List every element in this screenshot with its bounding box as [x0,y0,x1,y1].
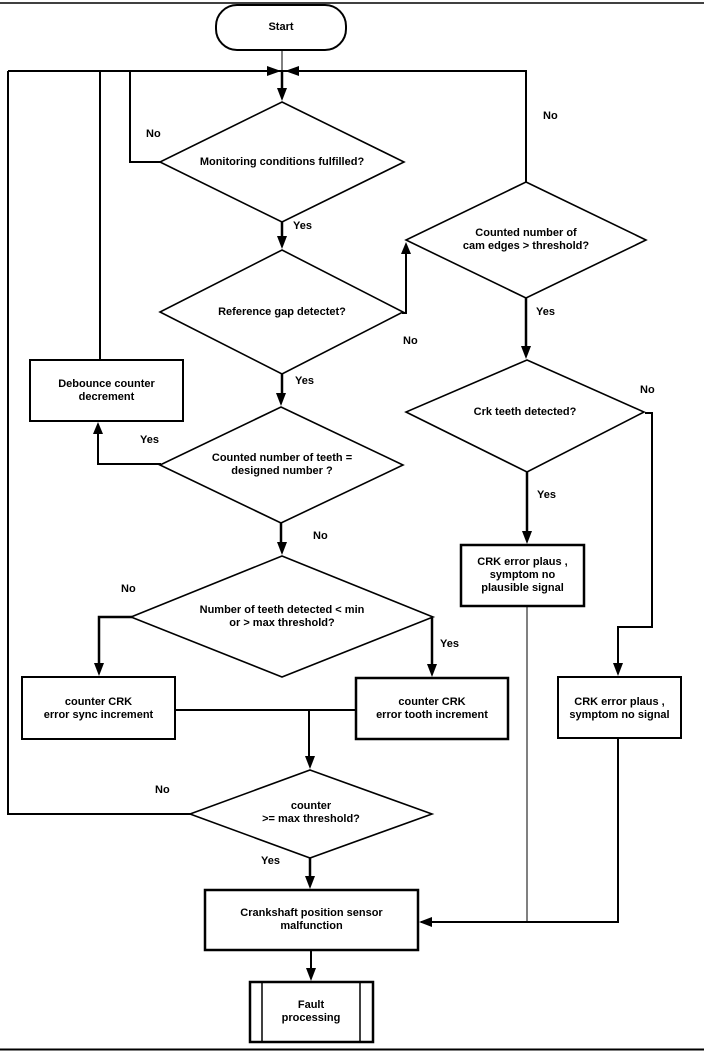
counter-sync-label: counter CRK error sync increment [43,696,154,721]
edge-monitoring-no [129,70,161,163]
edge-label-crk-no: No [640,384,655,396]
arrow-into-cam-edges [401,242,411,254]
edge-label-monitoring-yes: Yes [293,220,312,232]
teeth-minmax-decision-shape [128,555,436,678]
edge-nosignal-out [421,738,619,923]
counter-threshold-label: counter >= max threshold? [262,800,360,825]
edge-label-reference-yes: Yes [295,375,314,387]
counter-tooth-process-shape [354,676,510,741]
edge-label-cam-yes: Yes [536,306,555,318]
cam-edges-decision-shape [404,181,648,299]
crk-error-nosignal-label: CRK error plaus , symptom no signal [569,696,670,721]
crk-teeth-label: Crk teeth detected? [473,406,577,418]
edge-reference-no [402,248,407,314]
counted-teeth-label: Counted number of teeth = designed numbe… [211,452,353,477]
arrow-into-nosignal [613,663,623,676]
malfunction-process-shape [203,888,420,952]
counter-sync-process-shape [21,676,176,740]
arrow-into-counted [276,393,286,406]
arrow-into-minmax [277,542,287,555]
edge-crk-no [617,412,653,666]
edge-label-minmax-yes: Yes [440,638,459,650]
arrow-into-fault [306,968,316,981]
arrow-into-malfunction-right [419,917,432,927]
reference-gap-decision-shape [158,249,405,375]
crk-teeth-decision-shape [404,359,646,473]
counted-teeth-decision-shape [158,406,405,524]
arrow-into-malfunction-top [305,876,315,889]
arrow-collector-left [267,66,281,76]
malfunction-label: Crankshaft position sensor malfunction [240,907,383,932]
crk-error-plausible-label: CRK error plaus , symptom no plausible s… [477,556,568,594]
arrow-into-sync [94,663,104,676]
edge-counted-yes [97,426,161,465]
monitoring-label: Monitoring conditions fulfilled? [199,156,365,168]
edge-label-threshold-no: No [155,784,170,796]
edge-label-minmax-no: No [121,583,136,595]
teeth-minmax-label: Number of teeth detected < min or > max … [199,604,365,629]
edge-label-counted-yes: Yes [140,434,159,446]
counter-tooth-label: counter CRK error tooth increment [376,696,488,721]
arrow-collector-right [285,66,299,76]
arrow-into-crk-teeth [521,346,531,359]
start-terminator-shape [215,4,347,51]
arrow-into-plausible [522,531,532,544]
debounce-process-shape [29,359,184,422]
edge-label-threshold-yes: Yes [261,855,280,867]
reference-gap-label: Reference gap detectet? [218,306,346,318]
edge-label-monitoring-no: No [146,128,161,140]
arrow-into-debounce [93,422,103,434]
edge-minmax-no [97,615,132,666]
cam-edges-label: Counted number of cam edges > threshold? [462,227,590,252]
edge-label-reference-no: No [403,335,418,347]
crk-error-plausible-process-shape [459,543,586,608]
debounce-label: Debounce counter decrement [58,378,155,403]
arrow-into-tooth [427,664,437,677]
fault-predefined-shape [248,980,375,1044]
arrow-into-monitoring [277,88,287,101]
arrow-into-reference [277,236,287,249]
start-label: Start [268,21,294,33]
arrow-into-threshold [305,756,315,769]
edge-label-cam-no: No [543,110,558,122]
crk-error-nosignal-process-shape [557,676,682,739]
monitoring-decision-shape [158,101,406,223]
edge-label-crk-yes: Yes [537,489,556,501]
fault-processing-label: Fault processing [281,999,341,1024]
counter-threshold-decision-shape [187,769,435,859]
edge-threshold-no-return [7,71,191,815]
edge-label-counted-no: No [313,530,328,542]
